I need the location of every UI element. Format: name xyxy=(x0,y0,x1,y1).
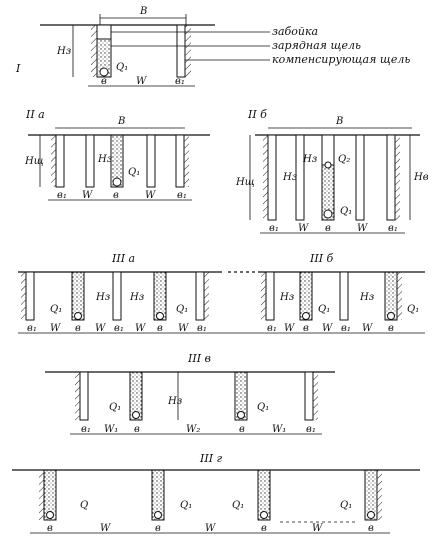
dim-b1-iiia-3: в₁ xyxy=(197,323,207,334)
charge-q1-iiiv-2: Q₁ xyxy=(257,402,269,413)
dim-b1-iiiv-2: в₁ xyxy=(306,424,316,435)
dim-b-iib: B xyxy=(335,116,343,127)
charge-q1-iiig-3: Q₁ xyxy=(340,500,352,511)
dim-w-iiib-1: W xyxy=(284,323,295,334)
panel-i: I B Hз Q₁ в W в₁ забойка зарядная щель к… xyxy=(15,6,410,87)
dim-b1-iia-1: в₁ xyxy=(57,190,67,201)
dim-w-iia-2: W xyxy=(145,190,156,201)
panel-label-iib: II б xyxy=(247,108,267,121)
dim-w-iiia-3: W xyxy=(135,323,146,334)
dim-w-iiig-3: W xyxy=(312,523,323,534)
dim-b-slot-i: в xyxy=(101,76,107,87)
dim-hz-iiia-1: Hз xyxy=(95,292,110,303)
dim-w-i: W xyxy=(136,76,147,87)
legend-compensating-slot: компенсирующая щель xyxy=(272,53,410,66)
dim-w2-iiiv: W₂ xyxy=(186,424,200,435)
dim-b1-iiib-1: в₁ xyxy=(267,323,277,334)
charge-q-iiig: Q xyxy=(80,500,88,511)
dim-b-iiiv-1: в xyxy=(134,424,140,435)
dim-hz-iib-1: Hз xyxy=(282,172,297,183)
dim-hz-iib-2: Hз xyxy=(302,154,317,165)
rock-hatching xyxy=(91,25,97,77)
dim-w1-iiiv-1: W₁ xyxy=(104,424,118,435)
dim-b1-iiia-1: в₁ xyxy=(27,323,37,334)
dim-b1-iib-2: в₁ xyxy=(388,223,398,234)
dim-w-iib-2: W xyxy=(357,223,368,234)
charge-q1-iiia-2: Q₁ xyxy=(176,304,188,315)
panel-iia: II а B Hщ Hз Q₁ в₁ W в W в₁ xyxy=(24,108,210,201)
dim-b1-iia-2: в₁ xyxy=(177,190,187,201)
dim-hz-iiia-2: Hз xyxy=(129,292,144,303)
dim-b1-iiiv-1: в₁ xyxy=(81,424,91,435)
panel-label-iia: II а xyxy=(25,108,45,121)
charge-q1-iiib-1: Q₁ xyxy=(318,304,330,315)
dim-w-iiia-4: W xyxy=(178,323,189,334)
charge-q1-i: Q₁ xyxy=(116,62,128,73)
dim-b-iia: B xyxy=(117,116,125,127)
dim-b-iiig-3: в xyxy=(261,523,267,534)
dim-w-iiig-2: W xyxy=(205,523,216,534)
dim-b-iiig-2: в xyxy=(155,523,161,534)
dim-b-i: B xyxy=(139,6,147,17)
dim-hz-iiiv: Hз xyxy=(167,396,182,407)
dim-w-iiib-2: W xyxy=(322,323,333,334)
rock-hatching xyxy=(185,25,191,77)
dim-hz-i: Hз xyxy=(56,46,71,57)
dim-b-iiib-2: в xyxy=(388,323,394,334)
charge-q1-iia: Q₁ xyxy=(128,167,140,178)
dim-b1-i: в₁ xyxy=(175,76,185,87)
dim-w-iia-1: W xyxy=(82,190,93,201)
dim-hshch-iia: Hщ xyxy=(24,156,44,167)
legend-stemming: забойка xyxy=(272,25,318,38)
dim-b1-iib-1: в₁ xyxy=(269,223,279,234)
panel-iiia-iiib: III а III б Q₁ Hз Hз Q₁ Hз Q₁ Hз Q₁ в₁ xyxy=(18,252,425,334)
panel-label-iiiv: III в xyxy=(187,352,211,365)
dim-hz-iiib-1: Hз xyxy=(279,292,294,303)
dim-b-iiib-1: в xyxy=(303,323,309,334)
dim-b-iiia-1: в xyxy=(75,323,81,334)
panel-iiig: III г Q Q₁ Q₁ Q₁ в W в W в W в xyxy=(12,452,420,534)
charge-q1-iiib-2: Q₁ xyxy=(407,304,419,315)
panel-iiiv: III в Hз Q₁ Q₁ в₁ W₁ в W₂ в W₁ в₁ xyxy=(45,352,335,435)
legend-charge-slot: зарядная щель xyxy=(272,39,361,52)
dim-b1-iiia-2: в₁ xyxy=(114,323,124,334)
panel-label-i: I xyxy=(15,62,21,75)
dim-w-iiig-1: W xyxy=(100,523,111,534)
dim-hv-iib: Hв xyxy=(413,172,429,183)
charge-q1-iiia-1: Q₁ xyxy=(50,304,62,315)
dim-w-iib-1: W xyxy=(298,223,309,234)
dim-b-iia: в xyxy=(113,190,119,201)
dim-hz-iia: Hз xyxy=(97,154,112,165)
charge-q2-iib: Q₂ xyxy=(338,154,350,165)
dim-b-iiia-2: в xyxy=(157,323,163,334)
dim-b-iib: в xyxy=(325,223,331,234)
charge-q1-iib: Q₁ xyxy=(340,206,352,217)
dim-w-iiia-2: W xyxy=(95,323,106,334)
dim-b-iiig-1: в xyxy=(47,523,53,534)
dim-hshch-iib: Hщ xyxy=(235,177,255,188)
charge-q1-iiiv-1: Q₁ xyxy=(109,402,121,413)
panel-label-iiib: III б xyxy=(309,252,334,265)
dim-w-iiib-3: W xyxy=(362,323,373,334)
charge-q1-iiig-2: Q₁ xyxy=(232,500,244,511)
panel-label-iiig: III г xyxy=(199,452,223,465)
panel-label-iiia: III а xyxy=(111,252,135,265)
dim-b-iiiv-2: в xyxy=(239,424,245,435)
dim-b-iiig-4: в xyxy=(368,523,374,534)
panel-iib: II б B Hщ Hз Hз Q₂ Q₁ Hв в₁ W в W в₁ xyxy=(235,108,429,234)
dim-w-iiia-1: W xyxy=(50,323,61,334)
dim-b1-iiib-2: в₁ xyxy=(341,323,351,334)
dim-w1-iiiv-2: W₁ xyxy=(272,424,286,435)
dim-hz-iiib-2: Hз xyxy=(359,292,374,303)
charge-q1-iiig-1: Q₁ xyxy=(180,500,192,511)
